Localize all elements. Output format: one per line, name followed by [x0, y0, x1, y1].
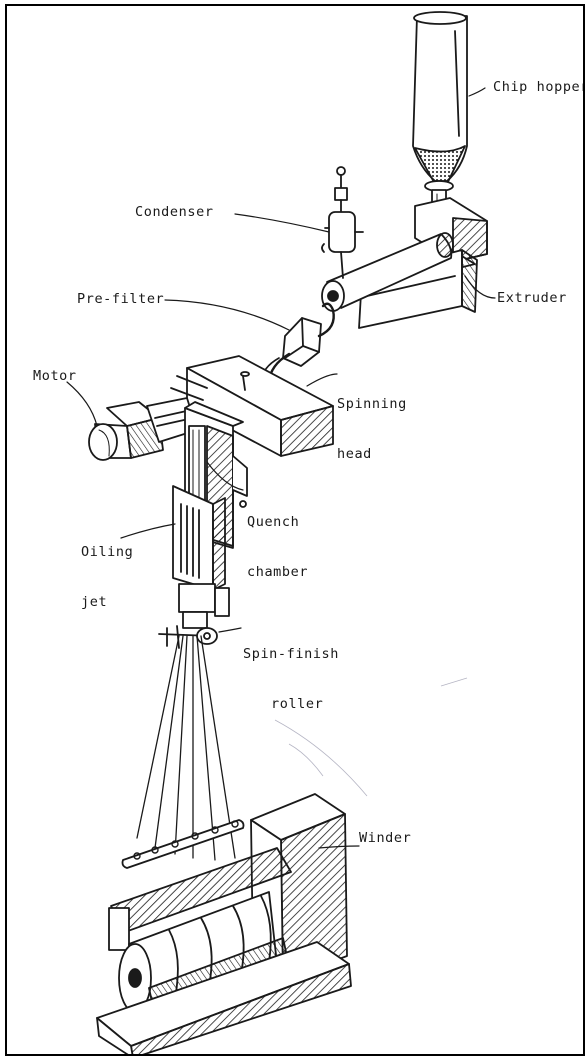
label-pre-filter: Pre-filter — [77, 291, 165, 307]
condenser — [321, 166, 364, 279]
label-spin-finish-roller-line1: Spin-finish — [243, 645, 340, 662]
label-chip-hopper: Chip hopper — [493, 79, 585, 95]
scan-marks — [274, 677, 468, 797]
leader-lines — [66, 87, 496, 849]
oiling-jet — [172, 485, 230, 629]
spinning-head — [170, 355, 334, 457]
label-quench-chamber-line2: chamber — [247, 564, 309, 581]
label-spin-finish-roller-line2: roller — [271, 696, 324, 713]
spin-finish-roller — [158, 625, 218, 649]
label-condenser: Condenser — [135, 204, 214, 220]
label-oiling-jet-line1: Oiling — [81, 543, 134, 560]
chip-hopper — [412, 11, 468, 227]
label-spinning-head-line1: Spinning — [337, 395, 407, 412]
label-oiling-jet: Oiling jet — [81, 510, 133, 645]
filaments — [136, 635, 236, 861]
label-quench-chamber-line1: Quench — [247, 513, 300, 530]
diagram-frame: Chip hopper Condenser Extruder Pre-filte… — [5, 4, 585, 1056]
melt-spinning-diagram — [66, 11, 496, 1054]
label-winder: Winder — [359, 830, 412, 846]
label-spinning-head-line2: head — [337, 446, 372, 463]
label-quench-chamber: Quench chamber — [247, 480, 308, 615]
extruder — [321, 197, 488, 329]
label-spinning-head: Spinning head — [337, 362, 407, 497]
motor — [88, 397, 198, 461]
label-spin-finish-roller: Spin-finish roller — [243, 612, 339, 747]
label-motor: Motor — [33, 368, 77, 384]
winder — [96, 793, 352, 1054]
pre-filter — [260, 302, 335, 386]
label-extruder: Extruder — [497, 290, 567, 306]
label-oiling-jet-line2: jet — [81, 594, 108, 611]
